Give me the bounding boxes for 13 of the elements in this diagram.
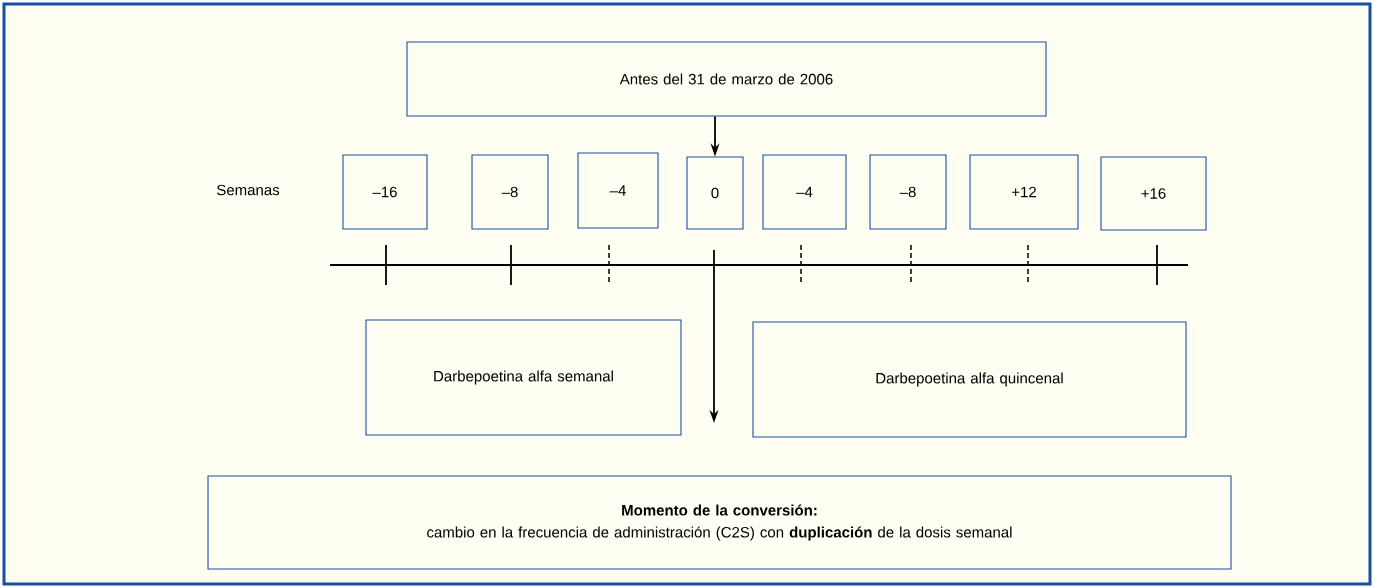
note-box: Momento de la conversión: cambio en la frecuencia de administración (C2S) con duplicación de la dosis semanal	[207, 475, 1232, 570]
week-box: –8	[869, 154, 947, 230]
week-box: –4	[577, 152, 659, 229]
week-box: +12	[969, 154, 1079, 230]
week-box: –4	[762, 154, 847, 230]
week-box: –8	[471, 154, 549, 230]
treatment-box: Darbepoetina alfa semanal	[365, 319, 682, 436]
week-box: 0	[686, 156, 744, 230]
week-box: –16	[342, 154, 428, 230]
date-box: Antes del 31 de marzo de 2006	[406, 41, 1047, 117]
treatment-box: Darbepoetina alfa quincenal	[752, 321, 1187, 438]
week-box: +16	[1100, 156, 1207, 231]
axis-label: Semanas	[217, 184, 280, 196]
